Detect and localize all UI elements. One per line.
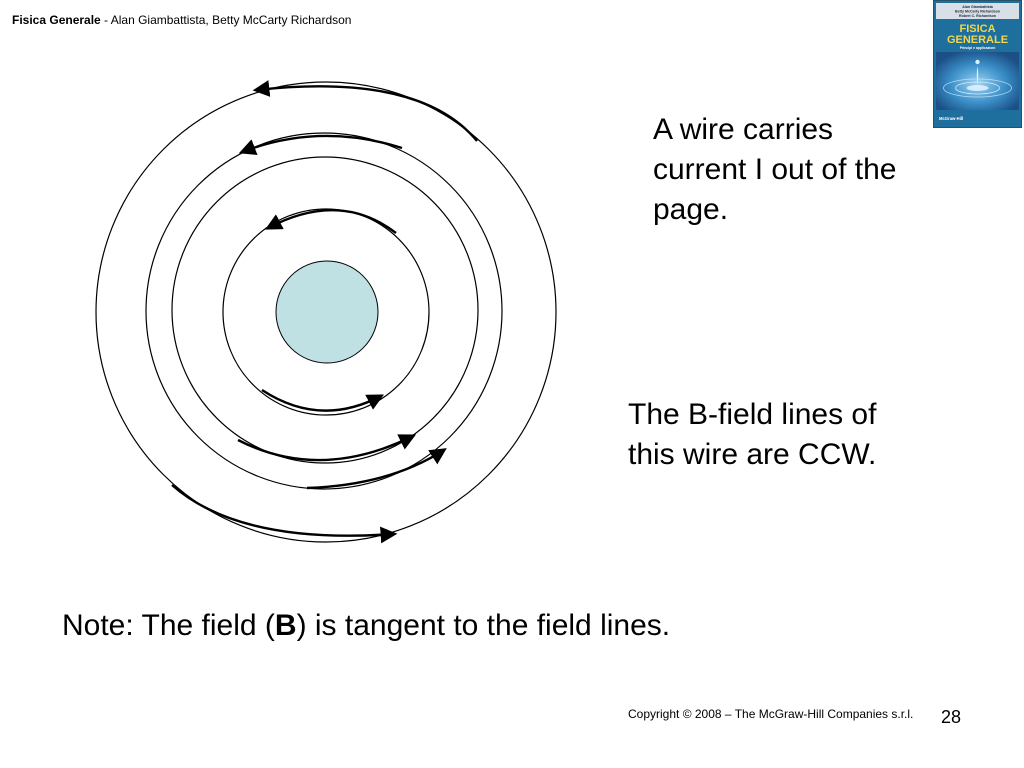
direction-arrow-bottom-ring-4 [171,484,398,544]
book-cover-image: Alan Giambattista Betty McCarty Richards… [933,0,1022,128]
copyright-notice: Copyright © 2008 – The McGraw-Hill Compa… [628,707,914,721]
book-authors: - Alan Giambattista, Betty McCarty Richa… [100,13,352,27]
cover-authors-line3: Robert C. Richardson [959,14,996,18]
field-line-ring-2 [171,156,479,464]
slide-header: Fisica Generale - Alan Giambattista, Bet… [12,13,351,27]
slide-page-number: 28 [941,707,962,727]
cover-subtitle: Principi e applicazioni [960,46,996,50]
field-direction-description: The B-field lines of this wire are CCW. [628,398,877,471]
cover-authors-line2: Betty McCarty Richardson [955,10,1000,14]
wire-description: A wire carries current I out of the page… [653,113,897,226]
cover-title-line2: GENERALE [947,34,1008,46]
wire-cross-section [275,260,379,364]
direction-arrow-bottom-ring-2 [237,434,417,462]
field-line-ring-3 [145,132,503,490]
book-title: Fisica Generale [12,13,101,27]
tangent-note-symbol: B [274,609,297,642]
direction-arrow-bottom-ring-1 [261,388,384,412]
direction-arrow-top-ring-3 [238,134,403,156]
tangent-note-prefix: Note: The field ( [62,609,275,642]
direction-arrow-top-ring-4 [252,80,478,142]
field-line-ring-4 [95,81,557,543]
tangent-note: Note: The field (B) is tangent to the fi… [62,606,670,646]
tangent-note-suffix: ) is tangent to the field lines. [296,609,671,642]
magnetic-field-diagram [95,80,557,544]
cover-publisher: McGraw-Hill [939,116,963,121]
direction-arrow-bottom-ring-3 [306,448,447,490]
cover-authors-line1: Alan Giambattista [962,5,994,9]
direction-arrow-top-ring-1 [265,208,397,234]
cover-title-line1: FISICA [959,23,995,35]
field-line-ring-1 [222,208,430,416]
